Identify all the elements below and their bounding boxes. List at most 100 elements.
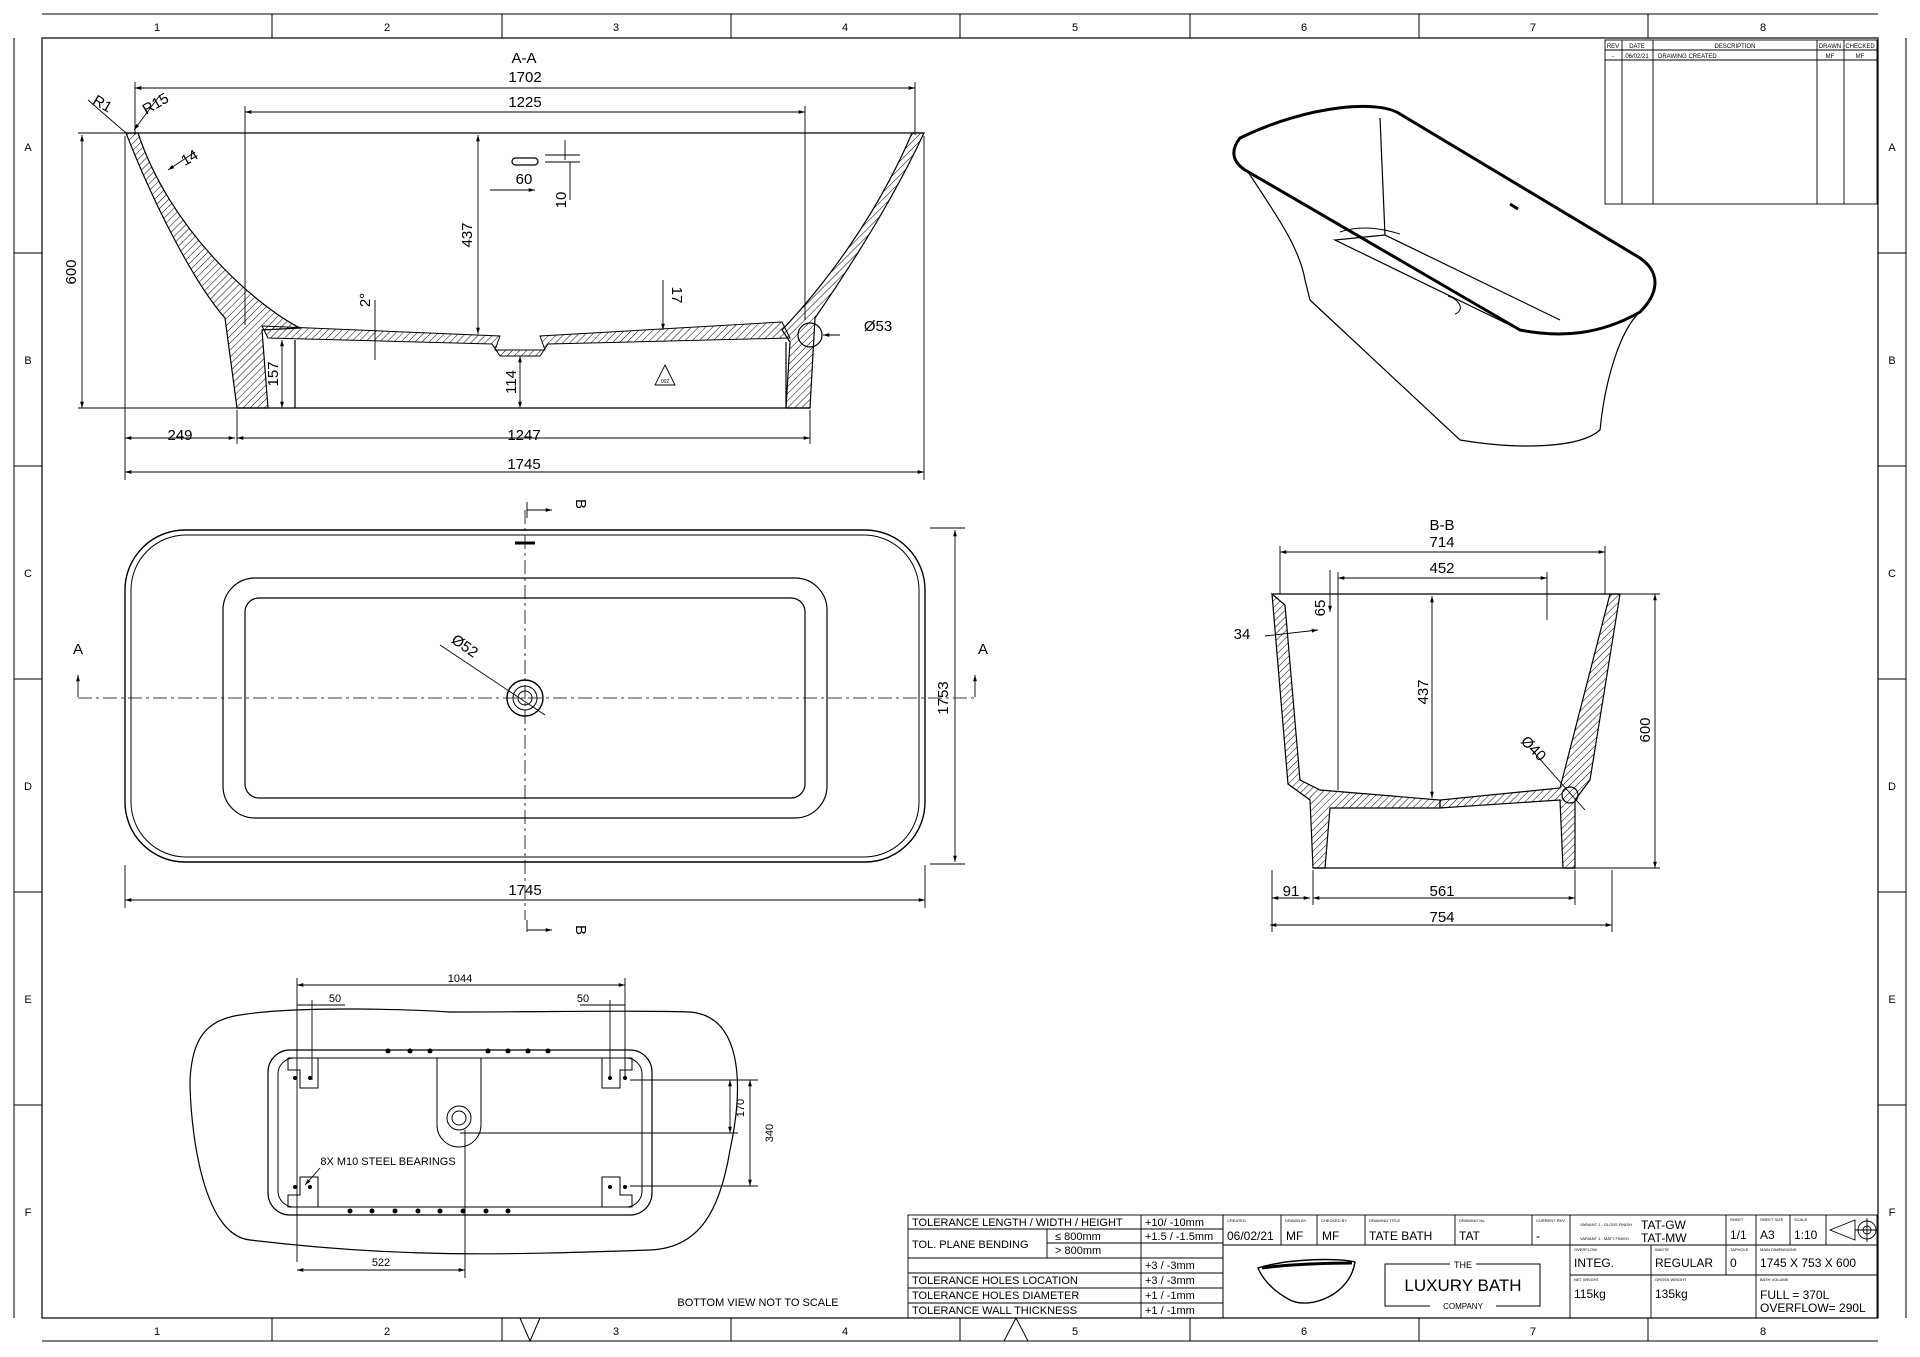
dim-437: 437 xyxy=(459,222,476,247)
dim-50-right: 50 xyxy=(577,993,589,1005)
aa-triangle-symbol xyxy=(654,363,676,386)
aa-overflow-circle xyxy=(797,322,823,348)
logo-the: THE xyxy=(1454,1260,1472,1270)
tb-label: TAPHOLE xyxy=(1730,1247,1749,1252)
tb-label: NET WEIGHT xyxy=(1574,1277,1600,1282)
col-label: 4 xyxy=(842,22,848,34)
tb-label: VARIANT 1 - GLOSS FINISH xyxy=(1580,1222,1632,1227)
tb-label: MAIN DIMENSIONS xyxy=(1760,1247,1797,1252)
rev-hdr: DRAWN xyxy=(1819,44,1841,50)
rev-cell: MF xyxy=(1856,54,1865,60)
tol-sub: > 800mm xyxy=(1055,1245,1101,1257)
dim-753: 1753 xyxy=(935,681,952,714)
tol-value: +3 / -3mm xyxy=(1145,1260,1195,1272)
plan-sec-b-bottom: B xyxy=(572,925,589,935)
dim-561: 561 xyxy=(1429,883,1454,900)
dim-754: 754 xyxy=(1429,909,1454,926)
tol-value: +1 / -1mm xyxy=(1145,1290,1195,1302)
tb-created: 06/02/21 xyxy=(1227,1229,1274,1243)
logo-main: LUXURY BATH xyxy=(1404,1276,1521,1295)
dim-65: 65 xyxy=(1312,600,1329,617)
dim-1702: 1702 xyxy=(508,69,541,86)
col-label: 8 xyxy=(1760,1326,1766,1338)
tb-label: DRAWN BY xyxy=(1285,1218,1307,1223)
tb-taphole: 0 xyxy=(1730,1256,1737,1270)
dim-60: 60 xyxy=(516,171,533,188)
tb-waste: REGULAR xyxy=(1655,1256,1713,1270)
tb-label: CURRENT REV xyxy=(1536,1218,1565,1223)
tb-dims: 1745 X 753 X 600 xyxy=(1760,1256,1856,1270)
row-label: B xyxy=(24,355,31,367)
row-label: F xyxy=(25,1207,32,1219)
dim-d52: Ø52 xyxy=(448,631,481,661)
dim-91: 91 xyxy=(1283,883,1300,900)
col-label: 5 xyxy=(1072,1326,1078,1338)
row-label: E xyxy=(24,994,31,1006)
company-logo: THE LUXURY BATH COMPANY xyxy=(1257,1258,1541,1312)
row-label: C xyxy=(1888,568,1896,580)
tol-value: +3 / -3mm xyxy=(1145,1275,1195,1287)
tol-label: TOLERANCE WALL THICKNESS xyxy=(912,1305,1077,1317)
aa-floor xyxy=(261,321,791,357)
row-label: F xyxy=(1889,1207,1896,1219)
tb-label: BATH VOLUME xyxy=(1760,1277,1789,1282)
tb-label: OVERFLOW xyxy=(1574,1247,1597,1252)
dim-1044: 1044 xyxy=(448,973,472,985)
row-label: D xyxy=(24,781,32,793)
tol-label: TOL. PLANE BENDING xyxy=(912,1239,1029,1251)
row-label: E xyxy=(1888,994,1895,1006)
rev-hdr: DESCRIPTION xyxy=(1714,44,1755,50)
tb-drawn: MF xyxy=(1286,1229,1303,1243)
row-label: D xyxy=(1888,781,1896,793)
col-label: 3 xyxy=(613,1326,619,1338)
col-label: 1 xyxy=(154,22,160,34)
tb-net: 115kg xyxy=(1574,1287,1606,1301)
tol-label: TOLERANCE HOLES LOCATION xyxy=(912,1275,1078,1287)
col-label: 2 xyxy=(384,1326,390,1338)
row-label: C xyxy=(24,568,32,580)
dim-34: 34 xyxy=(1234,626,1251,643)
rev-cell: MF xyxy=(1826,54,1835,60)
tb-label: GROSS WEIGHT xyxy=(1655,1277,1687,1282)
col-label: 4 xyxy=(842,1326,848,1338)
col-label: 7 xyxy=(1530,22,1536,34)
tb-v2: TAT-MW xyxy=(1641,1231,1687,1245)
tb-label: SHEET xyxy=(1730,1217,1744,1222)
not-to-scale-note: BOTTOM VIEW NOT TO SCALE xyxy=(677,1297,838,1309)
iso-overflow-icon xyxy=(1509,202,1519,211)
col-label: 1 xyxy=(154,1326,160,1338)
tb-label: DRAWING TITLE xyxy=(1369,1218,1400,1223)
tol-label: TOLERANCE LENGTH / WIDTH / HEIGHT xyxy=(912,1217,1123,1229)
col-label: 7 xyxy=(1530,1326,1536,1338)
dim-d40: Ø40 xyxy=(1517,733,1549,765)
dim-17: 17 xyxy=(668,287,685,304)
bb-dim-437: 437 xyxy=(1415,679,1432,704)
dim-d53: Ø53 xyxy=(864,318,892,335)
tb-label: CREATED xyxy=(1227,1218,1246,1223)
section-view-aa: A-A 1702 1225 R1 R15 14 60 10 437 600 2°… xyxy=(63,50,925,480)
dim-r15: R15 xyxy=(140,90,172,118)
tb-vol-overflow: OVERFLOW= 290L xyxy=(1760,1301,1866,1315)
col-label: 6 xyxy=(1301,22,1307,34)
tb-title: TATE BATH xyxy=(1369,1229,1432,1243)
dim-157: 157 xyxy=(265,361,282,386)
bb-dim-600: 600 xyxy=(1637,717,1654,742)
tb-overflow: INTEG. xyxy=(1574,1256,1614,1270)
bottom-view: 1044 50 50 170 340 522 8X M10 STEEL BEAR… xyxy=(189,973,839,1309)
section-view-bb: B-B 714 452 65 34 437 600 Ø40 91 561 754 xyxy=(1234,517,1660,932)
iso-view xyxy=(1232,104,1657,447)
row-label: A xyxy=(1888,142,1896,154)
row-label: B xyxy=(1888,355,1895,367)
tb-v1: TAT-GW xyxy=(1641,1218,1687,1232)
tol-value: +1.5 / -1.5mm xyxy=(1145,1231,1213,1243)
dim-1247: 1247 xyxy=(507,427,540,444)
tb-rev: - xyxy=(1536,1229,1540,1243)
grid-labels: 1 2 3 4 5 6 7 8 1 2 3 4 5 6 7 8 A B C D … xyxy=(24,22,1896,1338)
rev-cell: DRAWING CREATED xyxy=(1658,54,1717,60)
plan-sec-a-right: A xyxy=(978,641,988,658)
col-label: 8 xyxy=(1760,22,1766,34)
rev-cell: 06/02/21 xyxy=(1625,54,1649,60)
tol-label: TOLERANCE HOLES DIAMETER xyxy=(912,1290,1079,1302)
tb-label: SHEET SIZE xyxy=(1760,1217,1784,1222)
